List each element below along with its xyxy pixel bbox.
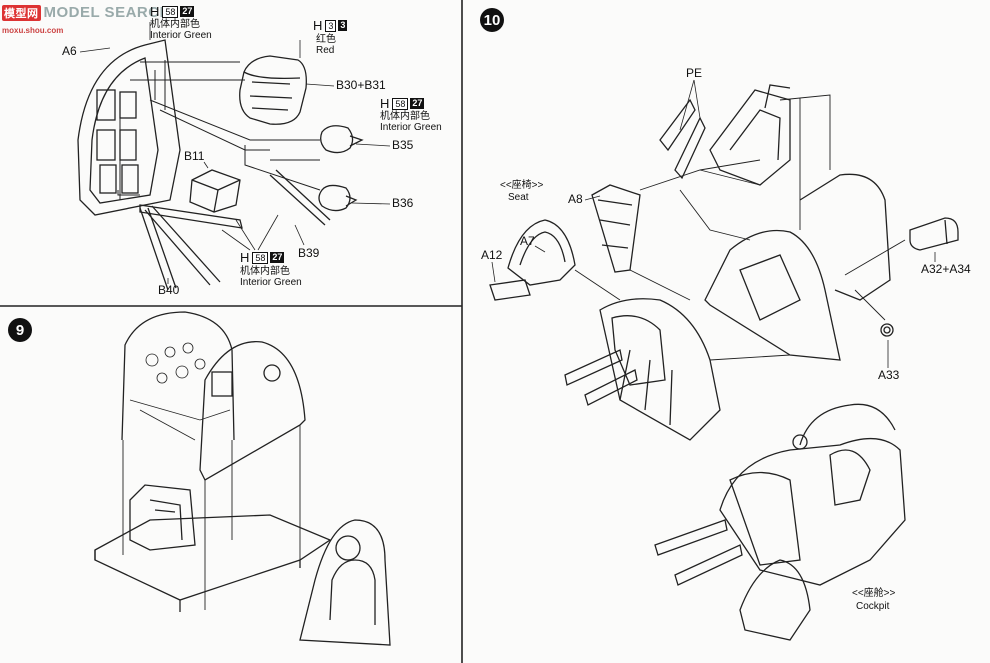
part-label-b39: B39 [298, 246, 320, 260]
part-label-pe: PE [686, 66, 703, 80]
paint-code-red: H 3 3 [313, 18, 348, 33]
part-label-a6: A6 [62, 44, 77, 58]
paint-name-en-red: Red [316, 45, 335, 56]
part-label-a7: A7 [520, 234, 535, 248]
part-label-b35: B35 [392, 138, 414, 152]
part-label-a32-a34: A32+A34 [921, 262, 971, 276]
part-label-a12: A12 [481, 248, 503, 262]
paint-name-en-1: Interior Green [150, 30, 212, 41]
caption-seat-cn: <<座椅>> [500, 180, 544, 191]
caption-seat-en: Seat [508, 192, 529, 203]
paint-code-interior-green-2: H 58 27 [380, 96, 425, 111]
caption-cockpit-cn: <<座舱>> [852, 588, 896, 599]
paint-name-cn-3: 机体内部色 [240, 266, 290, 277]
caption-cockpit-en: Cockpit [856, 601, 890, 612]
watermark-logo: 模型网 [2, 5, 41, 21]
paint-name-cn-2: 机体内部色 [380, 111, 430, 122]
paint-name-en-3: Interior Green [240, 277, 302, 288]
paint-name-cn-red: 红色 [316, 34, 336, 45]
part-label-a33: A33 [878, 368, 900, 382]
paint-code-interior-green-3: H 58 27 [240, 250, 285, 265]
watermark-text: MODEL SEARCH [43, 4, 171, 21]
part-label-b11: B11 [184, 149, 205, 163]
part-label-b30-b31: B30+B31 [336, 78, 386, 92]
watermark-url: moxu.shou.com [2, 26, 64, 35]
paint-name-en-2: Interior Green [380, 122, 442, 133]
paint-code-interior-green-1: H 58 27 [150, 4, 195, 19]
part-label-a8: A8 [568, 192, 583, 206]
step-number-9: 9 [8, 318, 32, 342]
paint-name-cn-1: 机体内部色 [150, 19, 200, 30]
part-label-b40: B40 [158, 283, 180, 297]
part-label-b36: B36 [392, 196, 414, 210]
step-number-10: 10 [480, 8, 504, 32]
